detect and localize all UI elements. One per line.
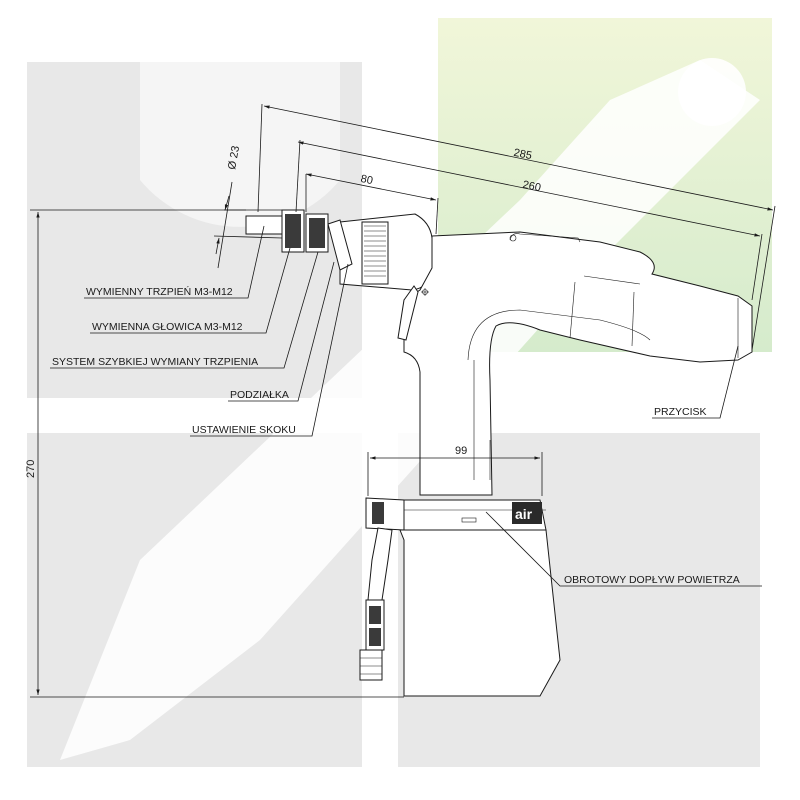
dim-285: 285: [513, 147, 533, 162]
leader-quick-change: [50, 251, 319, 369]
label-quick-change: SYSTEM SZYBKIEJ WYMIANY TRZPIENIA: [52, 356, 258, 368]
watermark-logo: [27, 18, 772, 767]
callout-labels: WYMIENNY TRZPIEŃ M3-M12 WYMIENNA GŁOWICA…: [52, 285, 740, 586]
dimension-labels: 285 260 80 Ø 23 270 99: [25, 145, 542, 478]
quick-change-nut-knurl: [309, 218, 325, 248]
label-scale: PODZIAŁKA: [230, 389, 289, 401]
dim-diameter: Ø 23: [226, 145, 242, 171]
leader-air-supply: [485, 511, 762, 587]
label-button: PRZYCISK: [654, 406, 707, 418]
mandrel: [245, 215, 283, 235]
screw-symbol: [421, 288, 429, 296]
tool-body: [403, 231, 753, 496]
air-connector: [365, 497, 405, 531]
dim-99: 99: [455, 445, 467, 457]
svg-text:air: air: [515, 506, 533, 522]
leader-stroke: [190, 263, 349, 437]
trigger: [397, 285, 419, 341]
dim-line-260: [297, 141, 761, 237]
air-cylinder: [399, 529, 561, 697]
leader-head: [90, 247, 291, 334]
leader-button: [652, 345, 739, 419]
hose-plug: [359, 649, 383, 681]
dimension-lines: [30, 103, 776, 698]
dim-270: 270: [25, 460, 37, 478]
callout-leaders: [50, 225, 762, 587]
dim-260: 260: [522, 179, 542, 194]
leader-mandrel: [84, 225, 265, 299]
label-air-supply: OBROTOWY DOPŁYW POWIETRZA: [564, 574, 740, 586]
leader-scale: [228, 261, 335, 402]
dim-80: 80: [360, 173, 374, 187]
watermark-circle: [678, 58, 746, 126]
head-nut-knurl: [285, 214, 301, 248]
label-stroke: USTAWIENIE SKOKU: [192, 424, 296, 436]
body-inner-channel: [467, 309, 651, 361]
dim-line-80: [305, 173, 437, 201]
air-hose: [367, 527, 393, 601]
label-head: WYMIENNA GŁOWICA M3-M12: [92, 321, 243, 333]
dim-line-diameter: [217, 181, 233, 269]
label-mandrel: WYMIENNY TRZPIEŃ M3-M12: [86, 285, 233, 298]
brand-logo: air: [512, 502, 542, 524]
